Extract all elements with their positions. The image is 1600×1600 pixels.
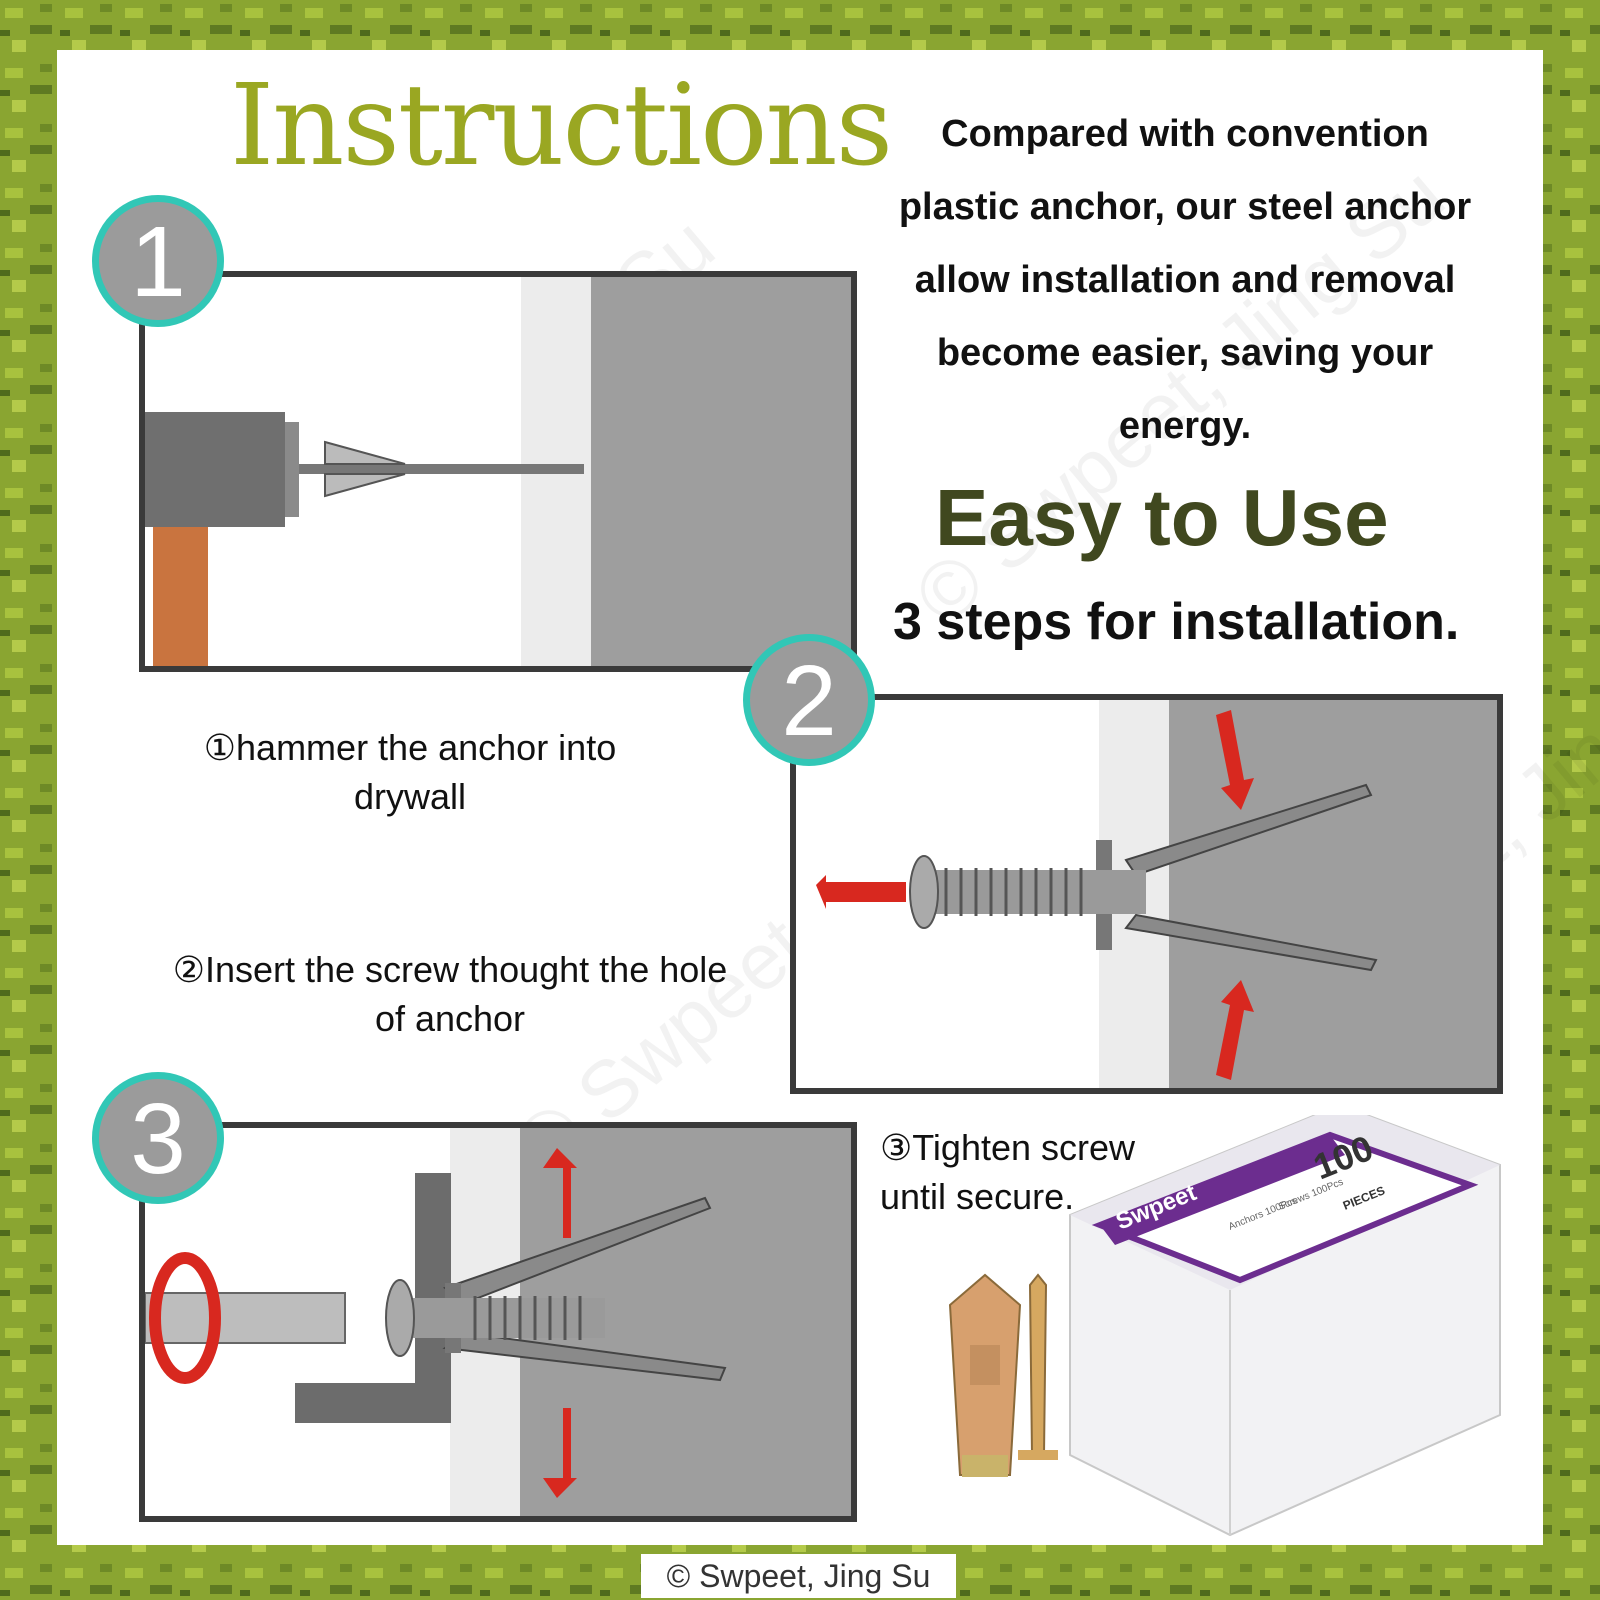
step-1-caption: ①hammer the anchor into drywall <box>203 727 617 817</box>
step-2-caption: ②Insert the screw thought the hole of an… <box>172 949 728 1039</box>
step-2-badge: 2 <box>743 634 875 766</box>
step-3-caption: ③Tighten screw until secure. <box>880 1127 1136 1217</box>
product-box-image: Swpeet 100 PIECES Anchors 100Pcs Screws … <box>948 1115 1501 1537</box>
intro-text: Compared with convention plastic anchor,… <box>898 113 1472 447</box>
copyright-notice: © Swpeet, Jing Su <box>641 1554 956 1598</box>
headline: Easy to Use <box>935 473 1389 562</box>
step-1-badge: 1 <box>92 195 224 327</box>
step-3-badge: 3 <box>92 1072 224 1204</box>
screw-icon <box>1018 1273 1058 1460</box>
step-3-illustration <box>139 1122 857 1522</box>
anchor-icon <box>948 1273 1022 1477</box>
step-1-illustration <box>139 271 857 672</box>
step-2-illustration <box>790 694 1503 1094</box>
page-title: Instructions <box>230 61 893 191</box>
subheadline: 3 steps for installation. <box>893 593 1460 651</box>
